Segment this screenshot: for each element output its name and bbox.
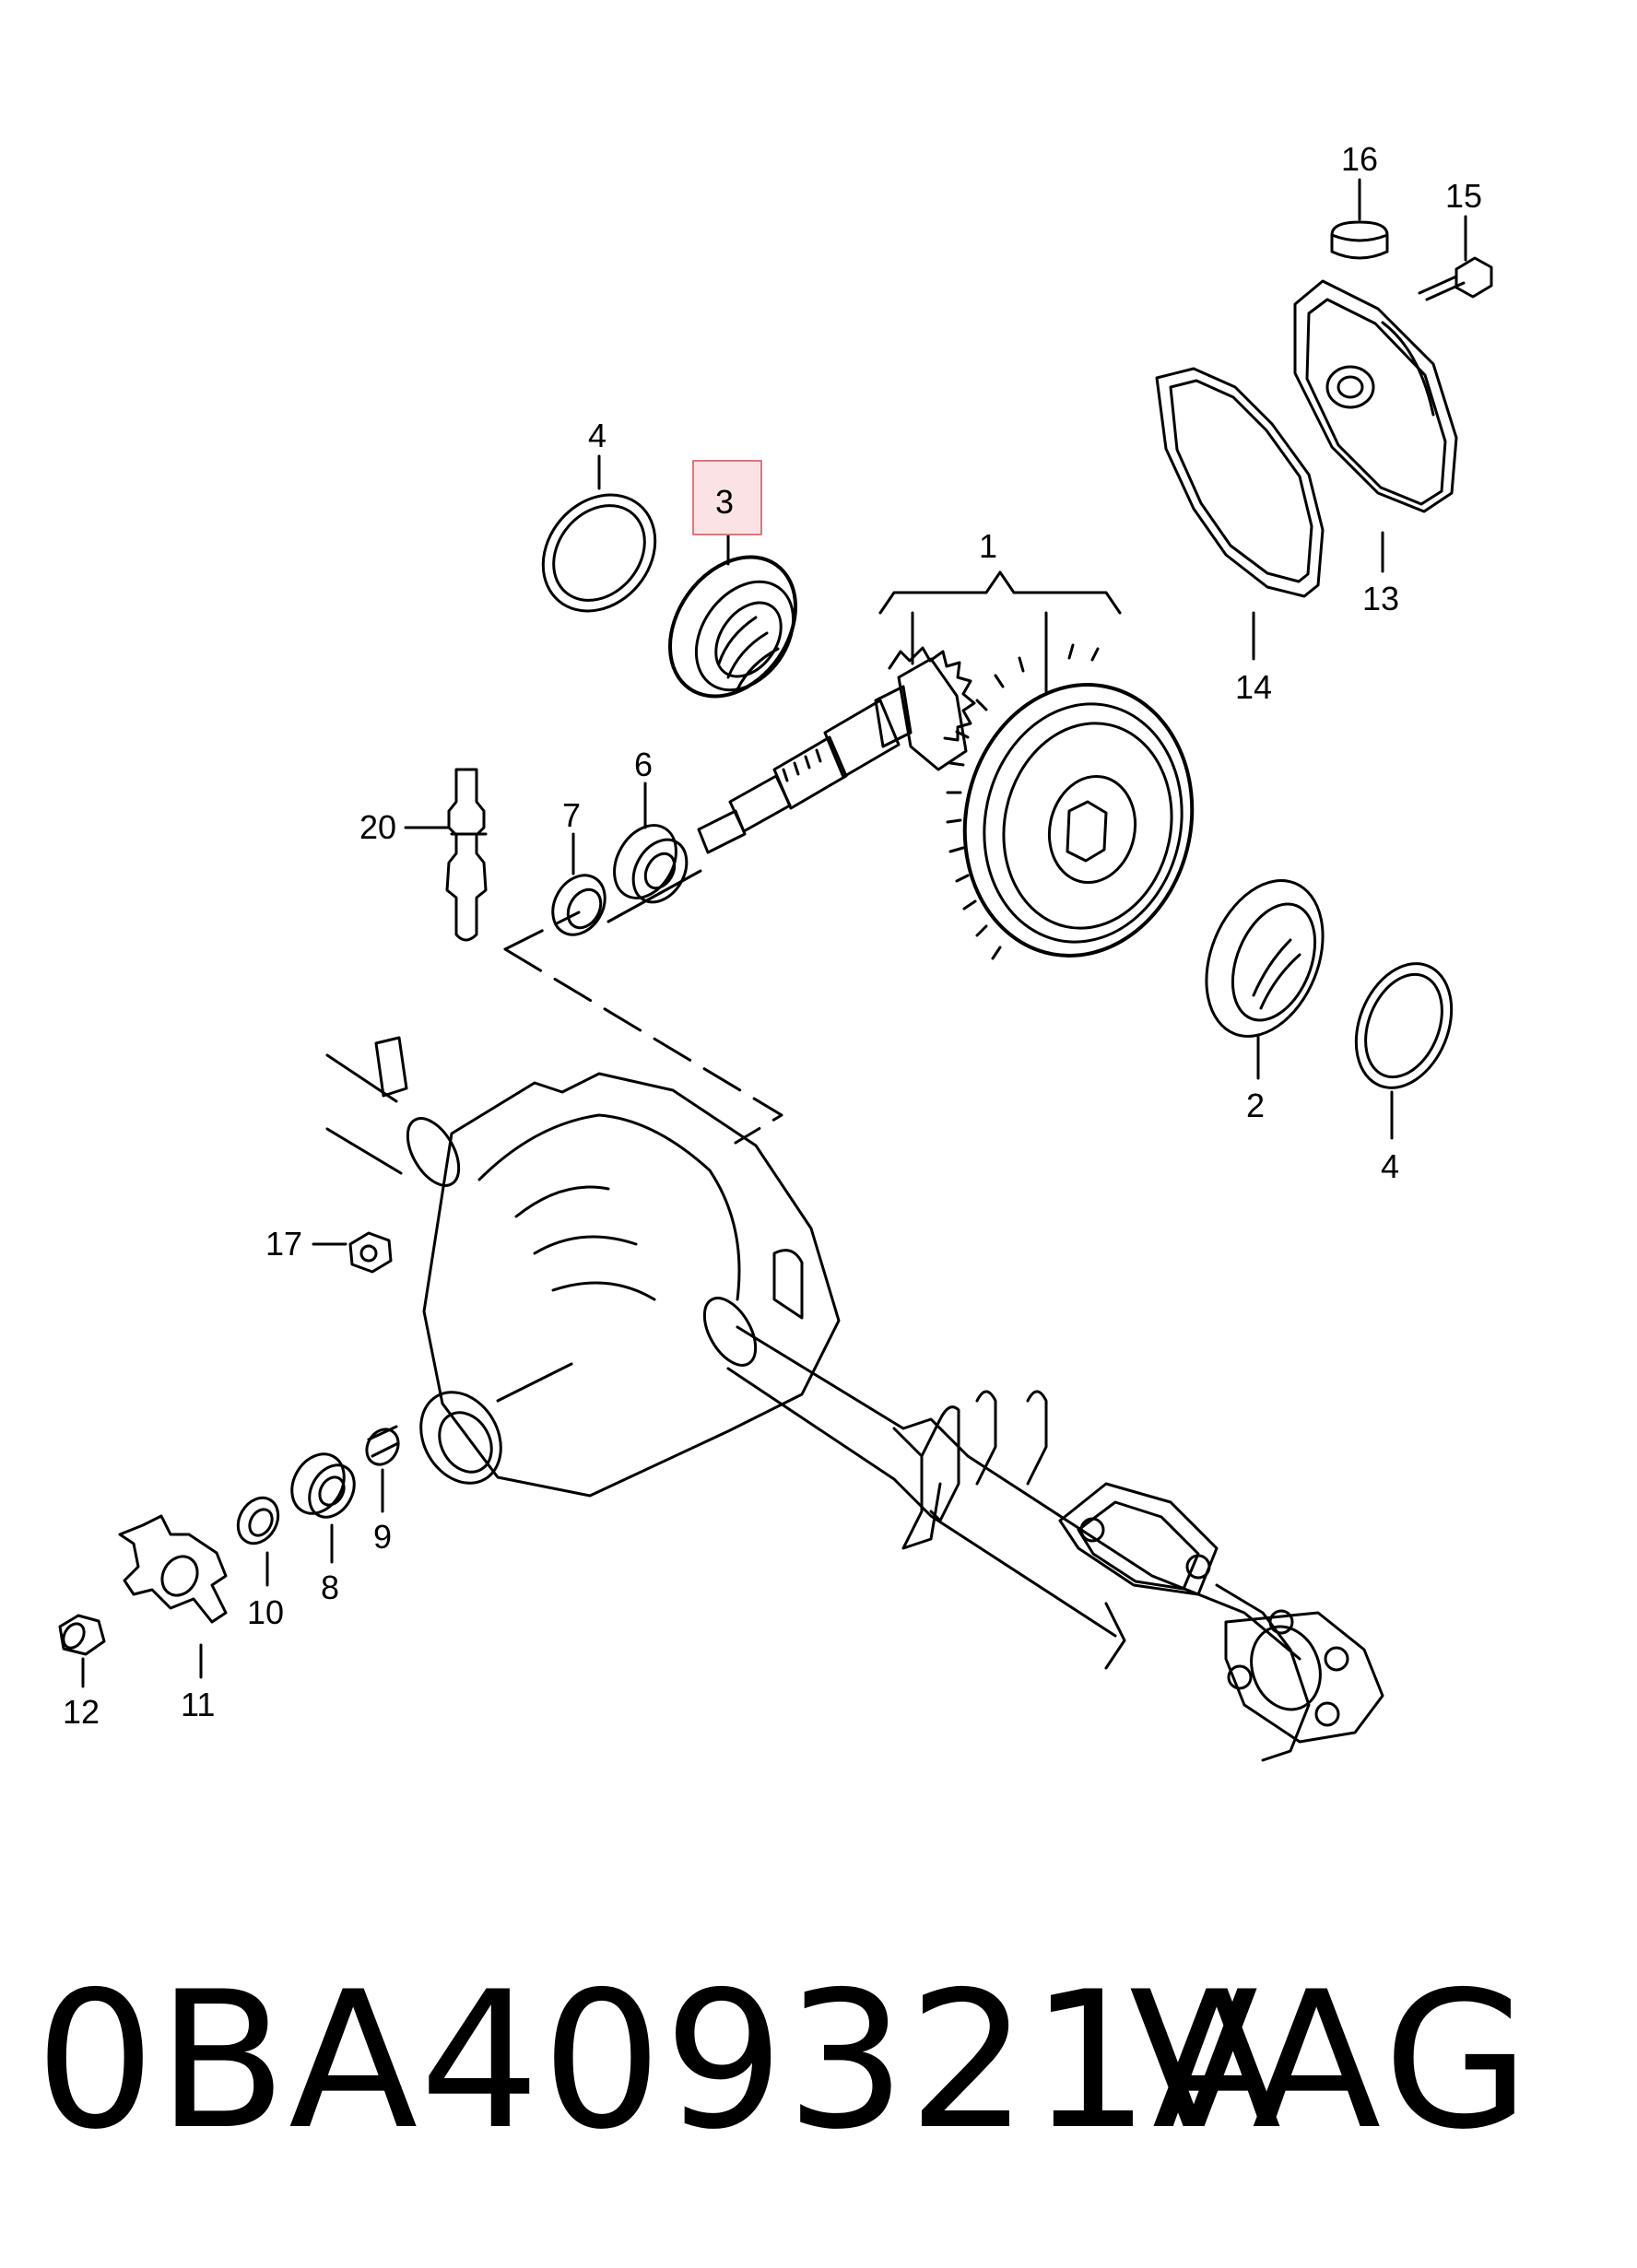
part-number: 0BA409321A xyxy=(35,1952,1284,2171)
axle-housing[interactable] xyxy=(325,1036,1384,1762)
seal-8[interactable] xyxy=(281,1445,363,1525)
callout-17[interactable]: 17 xyxy=(265,1225,302,1263)
bracket-1 xyxy=(878,570,1122,693)
diff-cover-13[interactable] xyxy=(1293,279,1458,513)
seal-7[interactable] xyxy=(542,866,615,945)
callout-20[interactable]: 20 xyxy=(359,808,396,846)
callout-4a[interactable]: 4 xyxy=(588,417,607,454)
callout-13[interactable]: 13 xyxy=(1362,580,1399,617)
callout-16[interactable]: 16 xyxy=(1341,140,1378,178)
plug-16[interactable] xyxy=(1330,220,1389,260)
callout-15[interactable]: 15 xyxy=(1445,177,1482,215)
seal-9[interactable] xyxy=(360,1424,405,1471)
callout-2[interactable]: 2 xyxy=(1246,1087,1265,1124)
callout-14[interactable]: 14 xyxy=(1235,668,1272,706)
callout-11[interactable]: 11 xyxy=(181,1686,215,1723)
callout-12[interactable]: 12 xyxy=(63,1693,100,1731)
seal-ring-4-upper[interactable] xyxy=(520,473,678,634)
flange-11[interactable] xyxy=(118,1514,228,1624)
seal-ring-4-lower[interactable] xyxy=(1338,949,1468,1102)
bolt-15[interactable] xyxy=(1418,256,1493,301)
nut-12[interactable] xyxy=(58,1614,106,1656)
washer-10[interactable] xyxy=(230,1490,287,1550)
callout-6[interactable]: 6 xyxy=(634,746,653,783)
assembly-line xyxy=(503,911,783,1145)
callout-3[interactable]: 3 xyxy=(715,483,734,521)
pinion-bearing-3[interactable] xyxy=(644,533,821,720)
bearing-2[interactable] xyxy=(1184,864,1344,1054)
highlight-box xyxy=(692,460,762,535)
callout-9[interactable]: 9 xyxy=(373,1518,392,1556)
callout-4b[interactable]: 4 xyxy=(1381,1147,1399,1185)
gasket-14[interactable] xyxy=(1155,367,1325,598)
crown-wheel[interactable] xyxy=(940,643,1217,977)
pinion-shaft[interactable] xyxy=(607,646,976,923)
callout-8[interactable]: 8 xyxy=(321,1569,339,1606)
brand-name: VAG xyxy=(1129,1952,1536,2171)
breather-20[interactable] xyxy=(445,768,488,942)
bearing-6[interactable] xyxy=(602,815,697,912)
callout-10[interactable]: 10 xyxy=(247,1593,284,1631)
callout-1[interactable]: 1 xyxy=(979,527,997,565)
nut-17[interactable] xyxy=(348,1231,393,1274)
callout-7[interactable]: 7 xyxy=(562,796,581,834)
